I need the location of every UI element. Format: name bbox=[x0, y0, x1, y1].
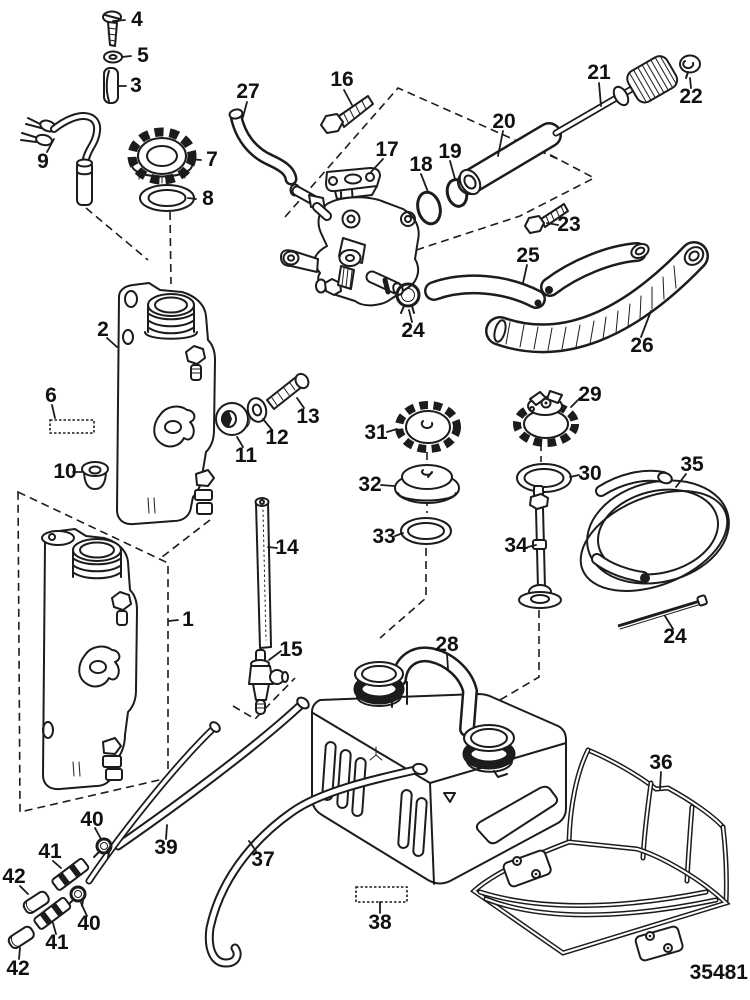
part-8-gasket bbox=[139, 184, 195, 212]
part-callout-1: 1 bbox=[182, 608, 194, 631]
part-callout-6: 6 bbox=[45, 384, 57, 407]
part-5-washer bbox=[103, 50, 123, 64]
part-12-washer bbox=[246, 397, 268, 423]
part-31-cap bbox=[395, 401, 461, 453]
part-callout-22: 22 bbox=[679, 85, 703, 108]
part-30-gasket bbox=[516, 463, 572, 493]
part-callout-26: 26 bbox=[630, 334, 654, 357]
part-40-clamp-2 bbox=[67, 885, 87, 907]
part-callout-31: 31 bbox=[364, 421, 388, 444]
part-callout-34: 34 bbox=[504, 534, 528, 557]
part-callout-24a: 24 bbox=[401, 319, 425, 342]
part-20-sleeve bbox=[457, 122, 562, 196]
part-callout-29: 29 bbox=[578, 383, 602, 406]
part-callout-4: 4 bbox=[131, 8, 143, 31]
part-callout-41a: 41 bbox=[38, 840, 62, 863]
part-4-screw bbox=[102, 10, 122, 47]
part-9-oil-level-sensor bbox=[20, 112, 102, 206]
part-callout-5: 5 bbox=[137, 44, 149, 67]
part-24-clamp bbox=[395, 282, 421, 314]
part-callout-19: 19 bbox=[438, 140, 462, 163]
part-10-grommet bbox=[81, 461, 109, 490]
part-callout-17: 17 bbox=[375, 138, 399, 161]
part-callout-35: 35 bbox=[680, 453, 704, 476]
part-38-decal bbox=[355, 886, 408, 903]
part-21-plunger bbox=[552, 55, 679, 137]
part-13-screw bbox=[266, 372, 310, 410]
part-15-fitting bbox=[248, 649, 289, 715]
part-callout-25: 25 bbox=[516, 244, 540, 267]
part-callout-12: 12 bbox=[265, 426, 289, 449]
part-callout-38: 38 bbox=[368, 911, 392, 934]
part-25-hose bbox=[424, 242, 650, 309]
part-42-sleeve bbox=[22, 890, 50, 915]
part-callout-42a: 42 bbox=[2, 865, 26, 888]
part-callout-11: 11 bbox=[234, 444, 258, 467]
part-39-fuel-line bbox=[85, 696, 310, 885]
part-34-pickup-tube bbox=[518, 485, 562, 609]
part-40-clamp bbox=[93, 837, 113, 859]
part-6-decal bbox=[49, 419, 95, 434]
part-callout-18: 18 bbox=[409, 153, 433, 176]
part-callout-16: 16 bbox=[330, 68, 354, 91]
part-3-bushing bbox=[103, 67, 119, 104]
part-1-oil-tank-assembly bbox=[41, 528, 138, 791]
part-14-tube bbox=[254, 497, 272, 649]
part-callout-9: 9 bbox=[37, 150, 49, 173]
part-callout-7: 7 bbox=[206, 148, 218, 171]
part-callout-10: 10 bbox=[53, 460, 77, 483]
part-callout-28: 28 bbox=[435, 633, 459, 656]
part-35-fuel-hose bbox=[579, 469, 730, 592]
part-callout-20: 20 bbox=[492, 110, 516, 133]
part-callout-3: 3 bbox=[130, 74, 142, 97]
part-callout-24b: 24 bbox=[663, 625, 687, 648]
part-41-connector-2 bbox=[33, 896, 72, 930]
part-7-filler-cap bbox=[127, 127, 197, 185]
part-callout-14: 14 bbox=[275, 536, 299, 559]
part-callout-15: 15 bbox=[279, 638, 303, 661]
part-callout-40a: 40 bbox=[80, 808, 104, 831]
part-24-clamp-tie bbox=[617, 594, 708, 630]
part-32-filter-cap bbox=[394, 464, 460, 504]
part-11-valve bbox=[215, 402, 251, 436]
part-callout-2: 2 bbox=[97, 318, 109, 341]
part-41-connector bbox=[51, 857, 90, 891]
part-33-gasket bbox=[400, 517, 452, 545]
leader-lines bbox=[18, 19, 692, 960]
part-28-fuel-tank bbox=[311, 646, 567, 885]
part-callout-13: 13 bbox=[296, 405, 320, 428]
part-17-oil-pump bbox=[280, 167, 420, 307]
part-callout-27: 27 bbox=[236, 80, 260, 103]
part-callout-21: 21 bbox=[587, 61, 611, 84]
part-callout-42b: 42 bbox=[6, 957, 30, 980]
part-callout-23: 23 bbox=[557, 213, 581, 236]
part-callout-41b: 41 bbox=[45, 931, 69, 954]
part-29-fuel-cap-with-gauge bbox=[513, 390, 579, 447]
part-36-tank-bracket bbox=[469, 747, 731, 962]
part-18-o-ring bbox=[416, 190, 442, 226]
part-callout-32: 32 bbox=[358, 473, 382, 496]
part-22-cap bbox=[679, 54, 701, 79]
part-callout-39: 39 bbox=[154, 836, 178, 859]
part-2-oil-tank bbox=[116, 282, 216, 526]
part-callout-8: 8 bbox=[202, 187, 214, 210]
part-callout-40b: 40 bbox=[77, 912, 101, 935]
part-42-sleeve-2 bbox=[7, 925, 35, 950]
part-callout-33: 33 bbox=[372, 525, 396, 548]
figure-number: 35481 bbox=[689, 961, 748, 984]
part-callout-37: 37 bbox=[251, 848, 275, 871]
part-37-tube bbox=[204, 762, 428, 968]
part-23-bolt bbox=[524, 203, 569, 234]
part-callout-30: 30 bbox=[578, 462, 602, 485]
part-callout-36: 36 bbox=[649, 751, 673, 774]
part-27-hose bbox=[228, 108, 298, 186]
part-16-bolt bbox=[320, 95, 374, 134]
part-26-corrugated-hose bbox=[485, 241, 709, 354]
